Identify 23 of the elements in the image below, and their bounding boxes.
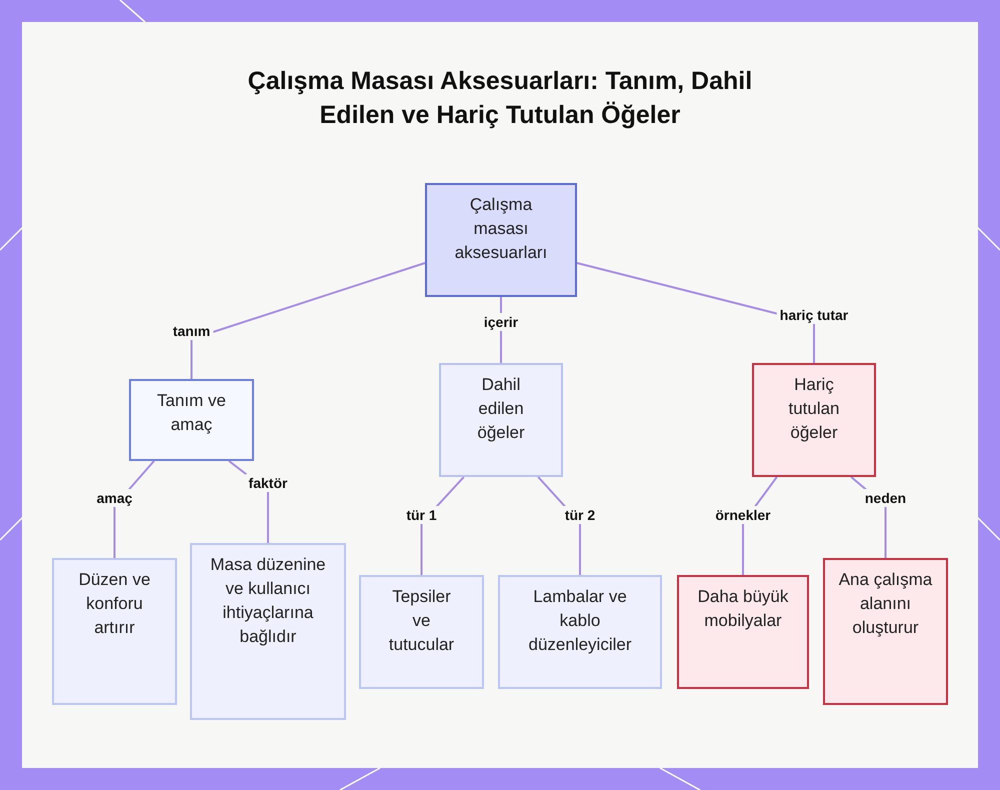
node-text: Daha büyük mobilyalar	[696, 586, 790, 632]
node-text: Çalışma masası aksesuarları	[454, 194, 548, 264]
diagram-title: Çalışma Masası Aksesuarları: Tanım, Dahil Edilen ve Hariç Tutulan Öğeler	[246, 66, 754, 131]
node-text: Tepsiler ve tutucular	[388, 586, 456, 656]
node-text: Hariç tutulan öğeler	[787, 374, 841, 444]
concept-box	[425, 183, 577, 297]
concept-box	[498, 575, 662, 689]
node-text: Lambalar ve kablo düzenleyiciler	[528, 586, 632, 656]
concept-box	[359, 575, 484, 689]
edge-label: faktör	[246, 474, 290, 492]
node-text: Masa düzenine ve kullanıcı ihtiyaçlarına bağlıdır	[209, 554, 327, 648]
concept-box	[190, 543, 346, 720]
concept-box	[129, 379, 254, 461]
node-text: Düzen ve konforu artırır	[78, 569, 152, 639]
concept-box	[752, 363, 876, 477]
concept-box	[677, 575, 809, 689]
node-text: Tanım ve amaç	[156, 390, 227, 436]
connector-line	[190, 262, 426, 379]
concept-box	[52, 558, 177, 705]
concept-box	[823, 558, 948, 705]
concept-box	[439, 363, 563, 477]
node-text: Ana çalışma alanını oluşturur	[838, 569, 934, 639]
node-text: Dahil edilen öğeler	[476, 374, 526, 444]
